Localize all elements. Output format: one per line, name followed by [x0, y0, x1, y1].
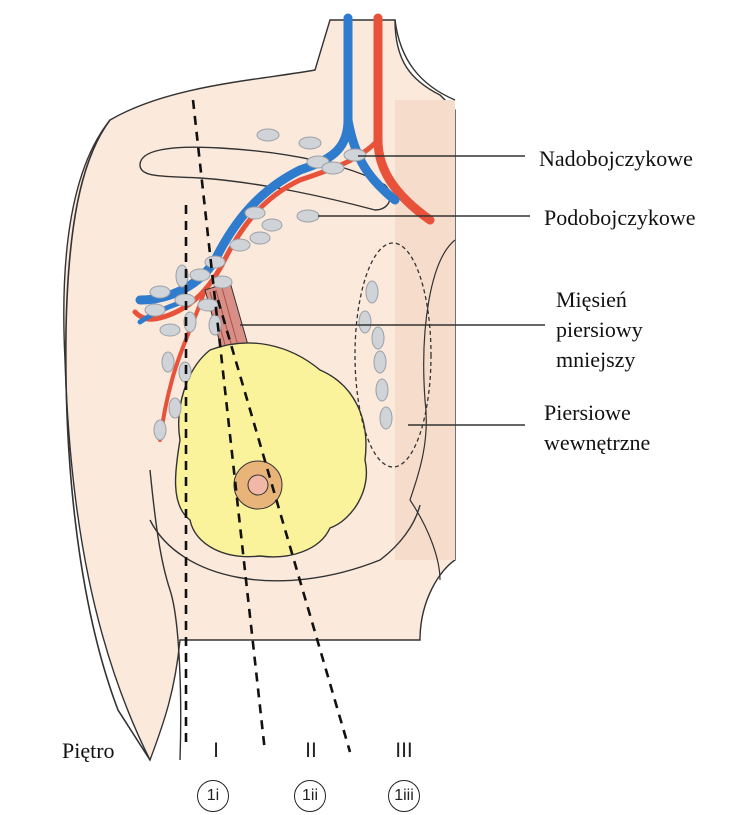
lymph-node	[212, 276, 232, 288]
lymph-node	[154, 420, 166, 440]
label-internal-mammary-line2: wewnętrzne	[544, 428, 650, 458]
lymph-node	[322, 162, 344, 174]
lymph-node	[230, 239, 250, 251]
level-name-1: I	[196, 739, 236, 763]
label-supraclavicular: Nadobojczykowe	[539, 145, 693, 172]
lymph-node	[162, 352, 174, 372]
lymph-node	[299, 137, 321, 149]
lymph-node	[372, 327, 384, 349]
lymph-node	[297, 210, 319, 222]
lymph-node	[257, 129, 279, 141]
lymph-node	[359, 311, 371, 333]
lymph-node	[169, 398, 181, 418]
label-pectoralis-minor-line3: mniejszy	[556, 345, 643, 375]
label-pectoralis-minor: Mięsień piersiowy mniejszy	[556, 285, 643, 375]
level-name-2: II	[291, 739, 331, 763]
label-pectoralis-minor-line2: piersiowy	[556, 315, 643, 345]
lymph-node	[380, 407, 392, 429]
levels-title: Piętro	[62, 737, 115, 764]
level-badge-3: 1iii	[388, 780, 420, 812]
label-internal-mammary: Piersiowe wewnętrzne	[544, 398, 650, 458]
lymph-node	[250, 232, 270, 244]
lymph-node	[150, 286, 170, 298]
level-badge-1: 1i	[197, 780, 229, 812]
lymph-node	[160, 324, 180, 336]
label-internal-mammary-line1: Piersiowe	[544, 398, 650, 428]
lymph-node	[145, 304, 165, 316]
nipple	[248, 475, 268, 495]
lymph-node	[344, 149, 366, 161]
lymph-node	[209, 315, 221, 335]
lymph-node	[376, 379, 388, 401]
lymph-node	[245, 207, 265, 219]
lymph-node	[205, 256, 225, 268]
label-pectoralis-minor-line1: Mięsień	[556, 285, 643, 315]
lymph-node	[374, 351, 386, 373]
level-badge-2: 1ii	[294, 780, 326, 812]
lymph-node	[190, 269, 210, 281]
label-infraclavicular: Podobojczykowe	[544, 204, 696, 231]
lymph-node	[262, 219, 282, 231]
level-name-3: III	[384, 739, 424, 763]
lymph-node	[366, 281, 378, 303]
